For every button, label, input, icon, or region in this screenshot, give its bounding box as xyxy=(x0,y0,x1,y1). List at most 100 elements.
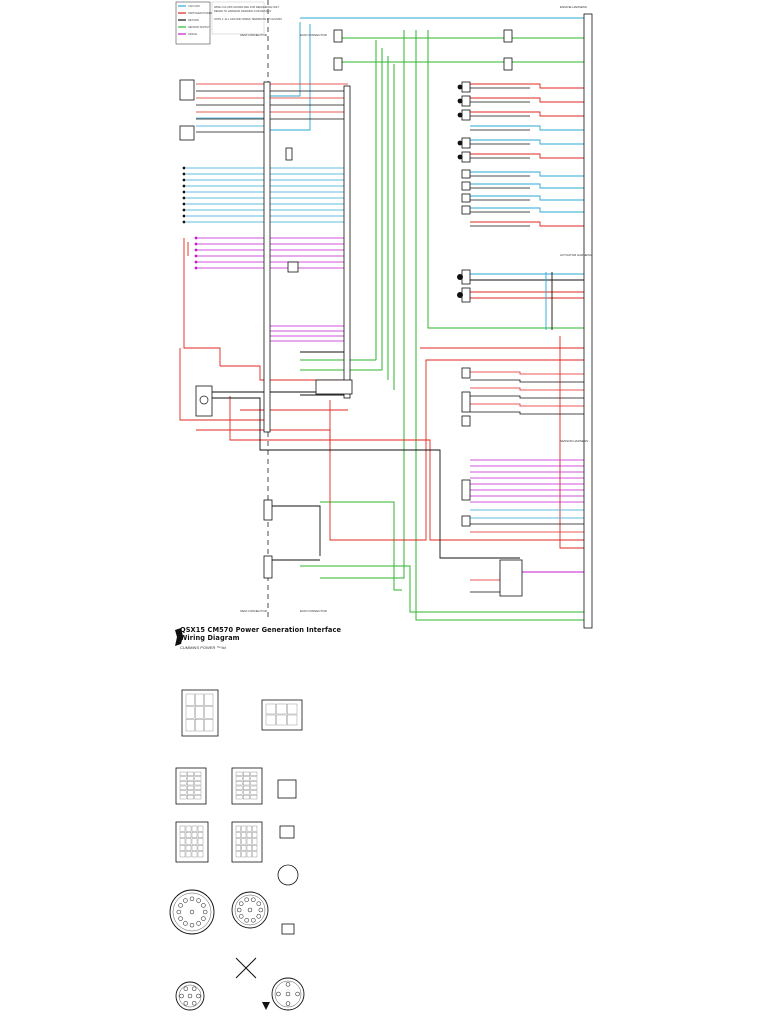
sensor-wire xyxy=(470,195,586,201)
supply-wire xyxy=(320,501,402,591)
terminal-icon xyxy=(194,236,198,240)
section-wire xyxy=(470,411,586,415)
sensor-icon xyxy=(457,292,463,298)
supply-wire xyxy=(300,565,586,613)
connector xyxy=(461,151,471,163)
connector-face xyxy=(279,825,295,839)
legend-label: RETURN xyxy=(188,18,199,22)
document-title: QSX15 CM570 Power Generation Interface xyxy=(180,626,342,634)
terminal-icon xyxy=(182,196,186,200)
connector-face xyxy=(261,699,303,731)
legend-label: CAN LINK xyxy=(188,4,200,8)
terminal-icon xyxy=(194,248,198,252)
notes-box: WIRE COLORS SHOWN ARE FOR REFERENCE ONLY… xyxy=(211,1,282,35)
terminal-icon xyxy=(182,166,186,170)
connector xyxy=(461,181,471,191)
power-wire xyxy=(229,396,586,541)
oem-connector-label-bottom: OEM CONNECTOR xyxy=(240,609,268,613)
connector xyxy=(461,287,471,303)
connector-face xyxy=(235,957,257,979)
terminal-icon xyxy=(194,266,198,270)
connector-face xyxy=(277,779,297,799)
sensor-icon xyxy=(457,112,463,118)
relay-icon xyxy=(199,395,209,405)
legend-label: SENSOR SUPPLY xyxy=(188,25,210,29)
sensor-wire xyxy=(470,83,586,89)
sensor-wire xyxy=(470,139,586,145)
terminal-icon xyxy=(182,172,186,176)
sensor-harness-label: SENSOR HARNESS xyxy=(560,439,588,443)
connector-views xyxy=(169,689,305,1011)
power-wire xyxy=(470,571,586,581)
round-connector-face xyxy=(169,889,215,935)
connector xyxy=(263,499,273,521)
sensor-wire xyxy=(470,171,586,177)
can-wire xyxy=(270,22,301,97)
connector xyxy=(461,515,471,527)
connector-face xyxy=(231,821,263,863)
connector xyxy=(285,147,293,161)
connector xyxy=(461,193,471,203)
sensor-icon xyxy=(457,98,463,104)
connector xyxy=(503,29,513,43)
terminal-icon xyxy=(194,242,198,246)
terminal-icon xyxy=(182,184,186,188)
legend-label: SIGNAL xyxy=(188,32,198,36)
terminal-icon xyxy=(182,220,186,224)
connector-face xyxy=(231,767,263,805)
round-connector-face xyxy=(277,864,299,886)
terminal-icon xyxy=(182,214,186,218)
section-wire xyxy=(470,395,586,399)
cummins-logo-icon xyxy=(175,628,183,646)
terminal-icon xyxy=(194,254,198,258)
note-line-2: REFER TO HARNESS DRAWING FOR DETAILS xyxy=(214,9,271,13)
power-wire xyxy=(329,359,586,541)
connector xyxy=(287,261,299,273)
oem-connector-label: OEM CONNECTOR xyxy=(240,33,268,37)
power-wire xyxy=(196,429,331,452)
publisher-line: CUMMINS POWER ™ ltd xyxy=(180,645,226,650)
connector-face xyxy=(175,767,207,805)
supply-wire xyxy=(415,30,586,621)
connector xyxy=(263,81,271,433)
section-wire xyxy=(470,403,586,407)
power-wire xyxy=(220,365,348,381)
connector xyxy=(461,81,471,93)
connector xyxy=(333,57,343,71)
connector xyxy=(315,379,353,395)
section-wire xyxy=(470,387,586,391)
connector xyxy=(461,367,471,379)
sensor-icon xyxy=(457,154,463,160)
supply-wire xyxy=(427,30,586,329)
connector-group xyxy=(179,13,593,629)
connector xyxy=(263,555,273,579)
connector xyxy=(499,559,523,597)
connector xyxy=(461,391,471,413)
connector xyxy=(461,415,471,427)
sensor-icon xyxy=(457,140,463,146)
connector xyxy=(343,85,351,399)
terminal-icon xyxy=(182,190,186,194)
connector xyxy=(461,95,471,107)
connector-key-icon xyxy=(262,1002,270,1010)
sensor-wire xyxy=(470,183,586,189)
engine-harness-label: ENGINE HARNESS xyxy=(560,5,587,9)
terminal-icon xyxy=(194,260,198,264)
connector xyxy=(461,109,471,121)
round-connector-face xyxy=(271,977,305,1011)
connector xyxy=(461,269,471,285)
wire-group xyxy=(179,14,591,628)
sensor-icon xyxy=(457,274,463,280)
connector xyxy=(461,137,471,149)
section-wire xyxy=(470,371,586,375)
connector xyxy=(461,205,471,215)
ground-wire xyxy=(270,505,321,556)
connector xyxy=(179,79,195,101)
power-wire xyxy=(179,348,268,421)
sensor-wire xyxy=(470,125,586,131)
document-subtitle: Wiring Diagram xyxy=(180,634,240,642)
sensor-wire xyxy=(470,207,586,213)
ground-wire xyxy=(196,397,520,559)
